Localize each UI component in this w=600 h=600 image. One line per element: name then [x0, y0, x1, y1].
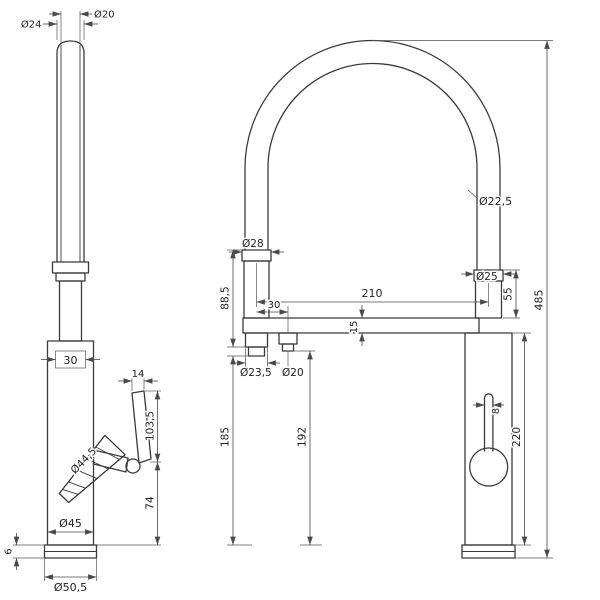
dim-total-height: 485	[372, 40, 553, 559]
dim-spout-span: 210	[256, 263, 489, 307]
outlet-fitting-upper	[278, 332, 298, 345]
dim-left-clearance-label: 185	[220, 427, 232, 447]
dim-side-top-inner-label: Ø20	[94, 9, 115, 21]
dim-connector-diameter-label: Ø23,5	[240, 367, 272, 379]
dim-base-plate-height-label: 6	[4, 548, 15, 554]
dim-outlet-offset-label: 30	[268, 300, 281, 311]
side-view: Ø24 Ø20 30 14 103,	[2, 7, 161, 596]
dim-spray-head-label: Ø44,5	[69, 445, 100, 476]
dim-hose-diameter-label: Ø22,5	[479, 195, 512, 208]
spring-tube-outer	[244, 39, 501, 271]
dim-holder-top-label: Ø28	[242, 238, 264, 250]
dim-hose-diameter: Ø22,5	[467, 189, 514, 210]
connector-fitting-lower	[247, 346, 266, 357]
holder-collar	[241, 249, 272, 262]
dim-body-diameter: Ø45	[47, 516, 94, 535]
dim-neck-diameter-label: Ø25	[476, 271, 498, 283]
side-neck	[58, 280, 83, 342]
dim-body-height-label: 220	[511, 427, 523, 447]
dim-holder-top: Ø28	[229, 237, 284, 255]
dim-neck-height: 55	[501, 269, 520, 319]
dim-side-top-outer-label: Ø24	[21, 19, 42, 31]
dim-connector-diameter: Ø23,5	[233, 347, 280, 381]
dim-left-clearance: 185	[218, 355, 252, 546]
dim-spout-thickness-label: 15	[349, 321, 360, 334]
dim-spout-thickness: 15	[348, 305, 365, 346]
dim-outlet-height: 192	[294, 350, 322, 546]
front-view: Ø22,5 Ø28 Ø25 88,5 210	[218, 39, 553, 559]
dim-slot-width-label: 8	[491, 408, 502, 414]
dim-handle-width: 14	[118, 368, 158, 391]
dim-spout-span-label: 210	[362, 287, 383, 300]
spout-arm	[242, 317, 480, 334]
side-handle-joint	[92, 449, 129, 473]
dim-outlet-height-label: 192	[297, 427, 309, 447]
dim-holder-height-label: 88,5	[220, 286, 232, 309]
dim-slot-width: 8	[473, 402, 504, 416]
side-spray-head	[58, 434, 126, 504]
dim-side-neck-width: 30	[41, 350, 100, 369]
connector-fitting-upper	[244, 332, 269, 348]
dim-body-height: 220	[510, 332, 531, 546]
side-body	[46, 340, 95, 546]
dim-side-neck-width-label: 30	[64, 354, 78, 367]
outlet-fitting-lower	[281, 343, 295, 352]
side-collar-ring	[55, 272, 86, 282]
sprayer-ball	[469, 447, 509, 487]
side-collar	[51, 261, 90, 274]
side-tube-outline	[56, 40, 85, 263]
dim-holder-height: 88,5	[218, 249, 246, 348]
dim-total-height-label: 485	[533, 290, 546, 311]
dim-handle-length-label: 103,5	[145, 411, 157, 441]
dim-handle-to-base: 74	[96, 462, 161, 546]
dim-base-diameter-label: Ø50,5	[54, 581, 87, 594]
dim-side-top-outer: Ø24	[19, 17, 98, 40]
dim-body-diameter-label: Ø45	[59, 517, 82, 530]
dim-outlet-diameter-label: Ø20	[282, 367, 304, 379]
front-body	[464, 332, 513, 546]
side-handle-pivot	[125, 458, 141, 474]
dim-base-plate-height: 6	[2, 533, 45, 570]
dim-handle-length: 103,5	[143, 390, 161, 463]
side-handle-lever	[131, 390, 152, 464]
side-spray-head-hatch	[62, 446, 120, 495]
dim-side-top-inner: Ø20	[49, 7, 116, 43]
spring-tube-inner	[267, 62, 478, 271]
dim-outlet-offset: 30	[256, 299, 289, 333]
dim-outlet-diameter: Ø20	[281, 351, 305, 381]
dim-neck-height-label: 55	[503, 287, 515, 300]
dim-handle-to-base-label: 74	[145, 496, 157, 510]
dim-base-diameter: Ø50,5	[44, 558, 97, 596]
sprayer-slot	[483, 393, 494, 452]
dim-handle-width-label: 14	[132, 369, 145, 380]
dim-neck-diameter: Ø25	[461, 270, 516, 285]
